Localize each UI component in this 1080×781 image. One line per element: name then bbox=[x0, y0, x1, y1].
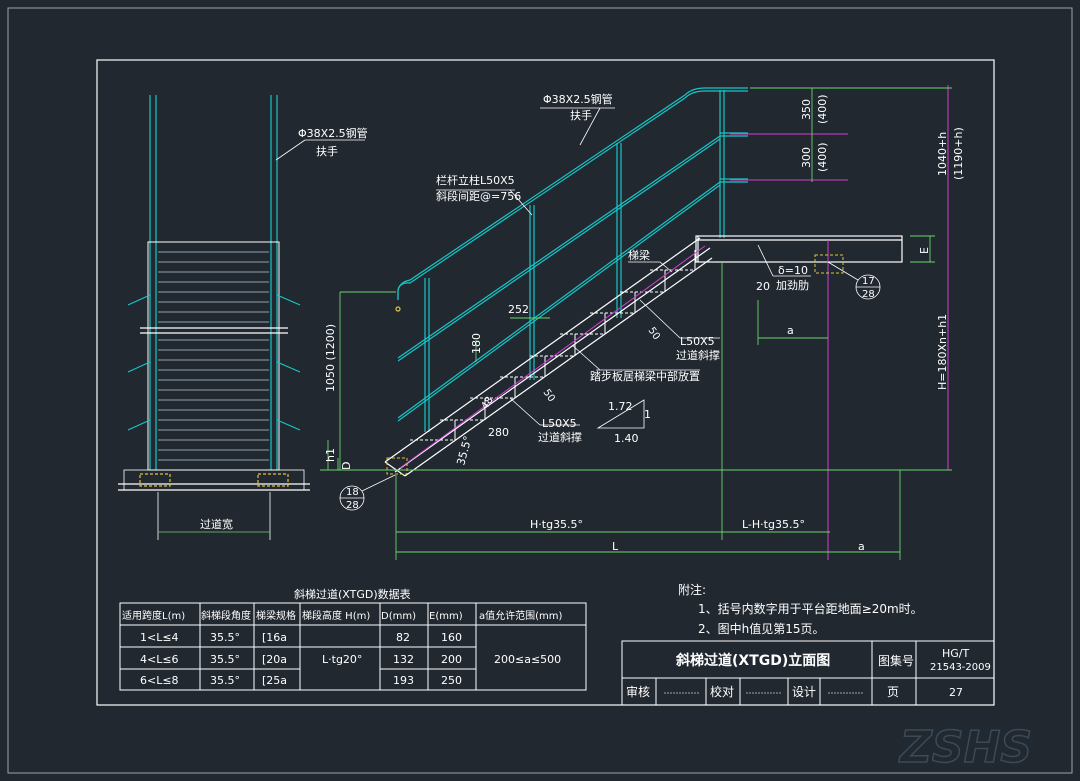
elev-handrail-label: Φ38X2.5钢管 bbox=[543, 92, 613, 106]
dim-hn: H=180Xn+h1 bbox=[936, 314, 949, 390]
table-title: 斜梯过道(XTGD)数据表 bbox=[294, 587, 411, 601]
dim-h1: h1 bbox=[324, 448, 337, 462]
dim-48: 48 bbox=[479, 395, 495, 412]
plate-sub: 加劲肋 bbox=[776, 278, 809, 292]
dim-lhtg: L-H·tg35.5° bbox=[742, 518, 805, 531]
callout-17: 17 bbox=[862, 276, 875, 287]
plate-label: δ=10 bbox=[778, 264, 808, 277]
dim-e: E bbox=[918, 247, 931, 254]
side-handrail-label: Φ38X2.5钢管 bbox=[298, 126, 368, 140]
cell-angle: 35.5° bbox=[210, 631, 240, 644]
atlas-label: 图集号 bbox=[878, 653, 914, 668]
th-span: 适用跨度L(m) bbox=[122, 609, 185, 622]
dim-1040: 1040+h bbox=[936, 132, 949, 176]
page-no: 27 bbox=[949, 686, 963, 699]
dim-20: 20 bbox=[756, 280, 770, 293]
callout-18: 18 bbox=[346, 487, 359, 498]
step-center-note: 踏步板居梯梁中部放置 bbox=[590, 369, 700, 383]
cell-height-merged: L·tg20° bbox=[322, 653, 362, 666]
table-row: 4<L≤6 35.5° [20a 132 200 bbox=[140, 653, 462, 666]
cell-beam: [20a bbox=[262, 653, 287, 666]
page-label: 页 bbox=[887, 685, 899, 699]
dim-a-top: a bbox=[787, 324, 794, 337]
elevation-view bbox=[320, 85, 952, 560]
dim-htg: H·tg35.5° bbox=[530, 518, 583, 531]
dim-180: 180 bbox=[470, 333, 483, 354]
dim-1190: (1190+h) bbox=[952, 127, 965, 180]
th-height: 梯段高度 H(m) bbox=[302, 609, 370, 622]
table-header-row: 适用跨度L(m) 斜梯段角度 梯梁规格 梯段高度 H(m) D(mm) E(mm… bbox=[122, 609, 563, 622]
brace-sub: 过道斜撑 bbox=[676, 348, 720, 362]
cell-span: 6<L≤8 bbox=[140, 674, 179, 687]
dim-350: 350 bbox=[800, 99, 813, 120]
atlas-no: HG/T bbox=[942, 647, 970, 660]
th-d: D(mm) bbox=[381, 611, 416, 622]
note-item: 1、括号内数字用于平台距地面≥20m时。 bbox=[698, 601, 923, 616]
drawing-title: 斜梯过道(XTGD)立面图 bbox=[675, 652, 830, 669]
dim-50b: 50 bbox=[541, 387, 557, 404]
cell-e: 200 bbox=[441, 653, 462, 666]
cell-angle: 35.5° bbox=[210, 653, 240, 666]
atlas-no2: 21543-2009 bbox=[930, 662, 991, 673]
drawing-frame bbox=[96, 59, 995, 706]
dim-1050: 1050 (1200) bbox=[324, 324, 337, 392]
dim-50a: 50 bbox=[646, 325, 662, 342]
cell-angle: 35.5° bbox=[210, 674, 240, 687]
dim-l: L bbox=[612, 540, 619, 553]
check-label: 校对 bbox=[710, 684, 734, 699]
cell-a-merged: 200≤a≤500 bbox=[494, 653, 561, 666]
outer-frame bbox=[7, 7, 1073, 774]
data-table bbox=[119, 602, 587, 691]
slope-1: 1 bbox=[644, 408, 651, 421]
brace2-sub: 过道斜撑 bbox=[538, 430, 582, 444]
brace-label: L50X5 bbox=[680, 335, 715, 348]
dim-400b: (400) bbox=[816, 142, 829, 172]
dim-400a: (400) bbox=[816, 94, 829, 124]
post-label: 栏杆立柱L50X5 bbox=[436, 173, 515, 187]
dim-a: a bbox=[858, 540, 865, 553]
dim-300: 300 bbox=[800, 147, 813, 168]
callout-28b: 28 bbox=[346, 500, 359, 511]
slope-172: 1.72 bbox=[608, 400, 633, 413]
dim-280: 280 bbox=[488, 426, 509, 439]
side-handrail-sub: 扶手 bbox=[316, 144, 338, 158]
th-beam: 梯梁规格 bbox=[256, 609, 296, 622]
brace2-label: L50X5 bbox=[542, 417, 577, 430]
th-a: a值允许范围(mm) bbox=[479, 609, 563, 622]
table-row: 6<L≤8 35.5° [25a 193 250 bbox=[140, 674, 462, 687]
table-row: 1<L≤4 35.5° [16a 82 160 bbox=[140, 631, 462, 644]
cell-span: 4<L≤6 bbox=[140, 653, 179, 666]
side-view bbox=[118, 95, 365, 540]
watermark-logo: ZSHS bbox=[898, 722, 1032, 773]
post-spacing: 斜段间距@=756 bbox=[436, 189, 521, 203]
review-label: 审核 bbox=[626, 684, 650, 699]
title-block bbox=[621, 640, 995, 706]
th-e: E(mm) bbox=[429, 611, 463, 622]
slope-140: 1.40 bbox=[614, 432, 639, 445]
cell-d: 132 bbox=[393, 653, 414, 666]
cell-beam: [25a bbox=[262, 674, 287, 687]
note-item: 2、图中h值见第15页。 bbox=[698, 621, 825, 636]
cell-e: 250 bbox=[441, 674, 462, 687]
beam-label: 梯梁 bbox=[628, 248, 650, 262]
notes-title: 附注: bbox=[678, 582, 706, 597]
side-width-label: 过道宽 bbox=[200, 517, 233, 531]
cell-beam: [16a bbox=[262, 631, 287, 644]
cell-span: 1<L≤4 bbox=[140, 631, 179, 644]
th-angle: 斜梯段角度 bbox=[201, 609, 251, 622]
cell-d: 193 bbox=[393, 674, 414, 687]
cell-e: 160 bbox=[441, 631, 462, 644]
design-label: 设计 bbox=[792, 685, 816, 699]
dim-252: 252 bbox=[508, 303, 529, 316]
dim-d: D bbox=[340, 462, 353, 470]
elev-handrail-sub: 扶手 bbox=[570, 108, 592, 122]
callout-28a: 28 bbox=[862, 289, 875, 300]
cell-d: 82 bbox=[396, 631, 410, 644]
